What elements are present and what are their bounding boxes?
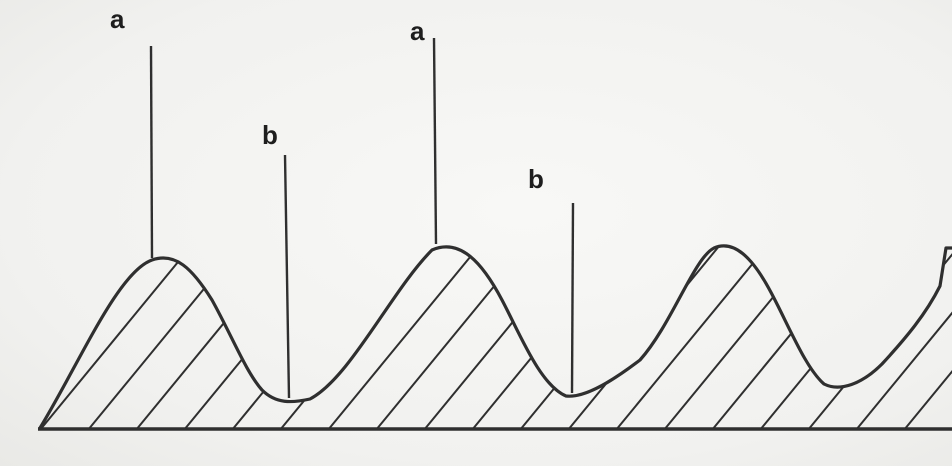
hatch-line (663, 245, 895, 428)
hatch-line (231, 245, 463, 428)
marker-line-peak-1 (149, 45, 154, 259)
hatch-line (759, 245, 952, 428)
hatch-line (471, 245, 703, 428)
hatch-line (855, 245, 952, 428)
hatch-line (87, 245, 319, 428)
marker-line-peak-2 (432, 37, 438, 245)
label-peak-2: a (410, 16, 425, 46)
marker-line-trough-2 (570, 202, 575, 394)
label-trough-1: b (262, 120, 278, 150)
label-peak-1: a (110, 4, 125, 34)
hatch-line (375, 245, 607, 428)
hatch-line (183, 245, 415, 428)
marker-line-trough-1 (283, 154, 291, 399)
hatch-line (279, 245, 511, 428)
hatch-line (807, 245, 952, 428)
wave-outline (38, 244, 952, 430)
hatch-line (711, 245, 943, 428)
hatch-line (903, 245, 952, 428)
hatch-line (615, 245, 847, 428)
label-trough-2: b (528, 164, 544, 194)
hatch-line (40, 245, 271, 428)
hatch-line (135, 245, 367, 428)
hatch-line (327, 245, 559, 428)
